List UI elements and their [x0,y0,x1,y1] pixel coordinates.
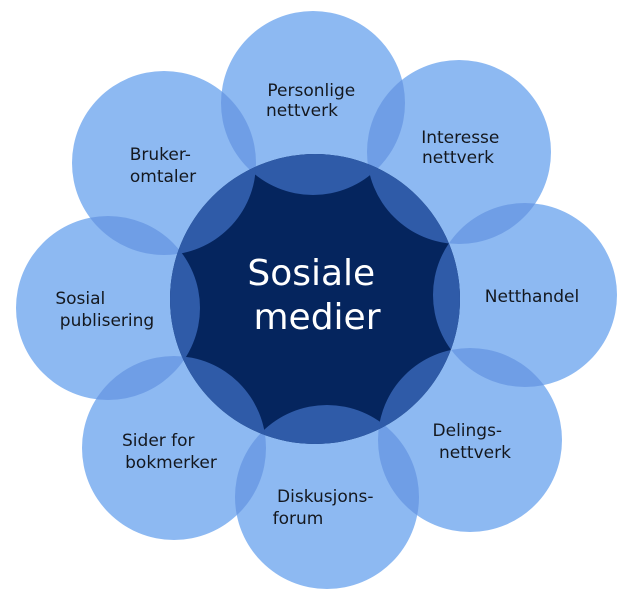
petal-label-line: omtaler [130,167,196,187]
petal-label-sider-for-bokmerker: Sider for bokmerker [122,431,217,473]
petal-circle-personlige-nettverk [221,11,405,195]
petal-label-line: nettverk [439,443,511,463]
petal-label-personlige-nettverk: Personlige nettverk [266,81,361,121]
petal-label-line: nettverk [422,148,494,168]
petal-label-line: Personlige [267,81,355,101]
petal-label-line: Interesse [421,128,499,148]
center-overlap-delings-nettverk [378,348,460,444]
petal-label-interesse-nettverk: Interesse nettverk [421,128,505,168]
petal-circle-sosial-publisering [16,216,200,400]
petal-label-line: forum [273,509,324,529]
petal-label-bruker-omtaler: Bruker- omtaler [130,145,197,187]
petal-label-line: Sider for [122,431,195,451]
petal-label-line: publisering [60,311,154,331]
petal-label-line: Bruker- [130,145,191,165]
center-overlaps [170,154,460,444]
petal-label-line: Delings- [433,421,503,441]
petal-label-line: nettverk [266,101,338,121]
petal-label-delings-nettverk: Delings- nettverk [433,421,512,463]
center-overlap-interesse-nettverk [367,154,460,244]
center-circle [170,154,460,444]
center-title-line: Sosiale [247,253,375,294]
petal-circle-netthandel [433,203,617,387]
petal-label-netthandel: Netthandel [485,287,579,307]
petal-label-sosial-publisering: Sosial publisering [55,289,154,331]
petal-label-line: Diskusjons- [277,487,374,507]
center-title: Sosiale medier [247,253,386,338]
petal-circle-diskusjons-forum [235,405,419,589]
petal-label-line: Netthandel [485,287,579,307]
petal-label-line: bokmerker [125,453,217,473]
center-overlap-sider-for-bokmerker [170,356,266,444]
petal-label-diskusjons-forum: Diskusjons- forum [273,487,379,529]
petal-label-line: Sosial [55,289,105,309]
center-title-line: medier [253,297,380,338]
center-overlap-bruker-omtaler [170,154,256,255]
